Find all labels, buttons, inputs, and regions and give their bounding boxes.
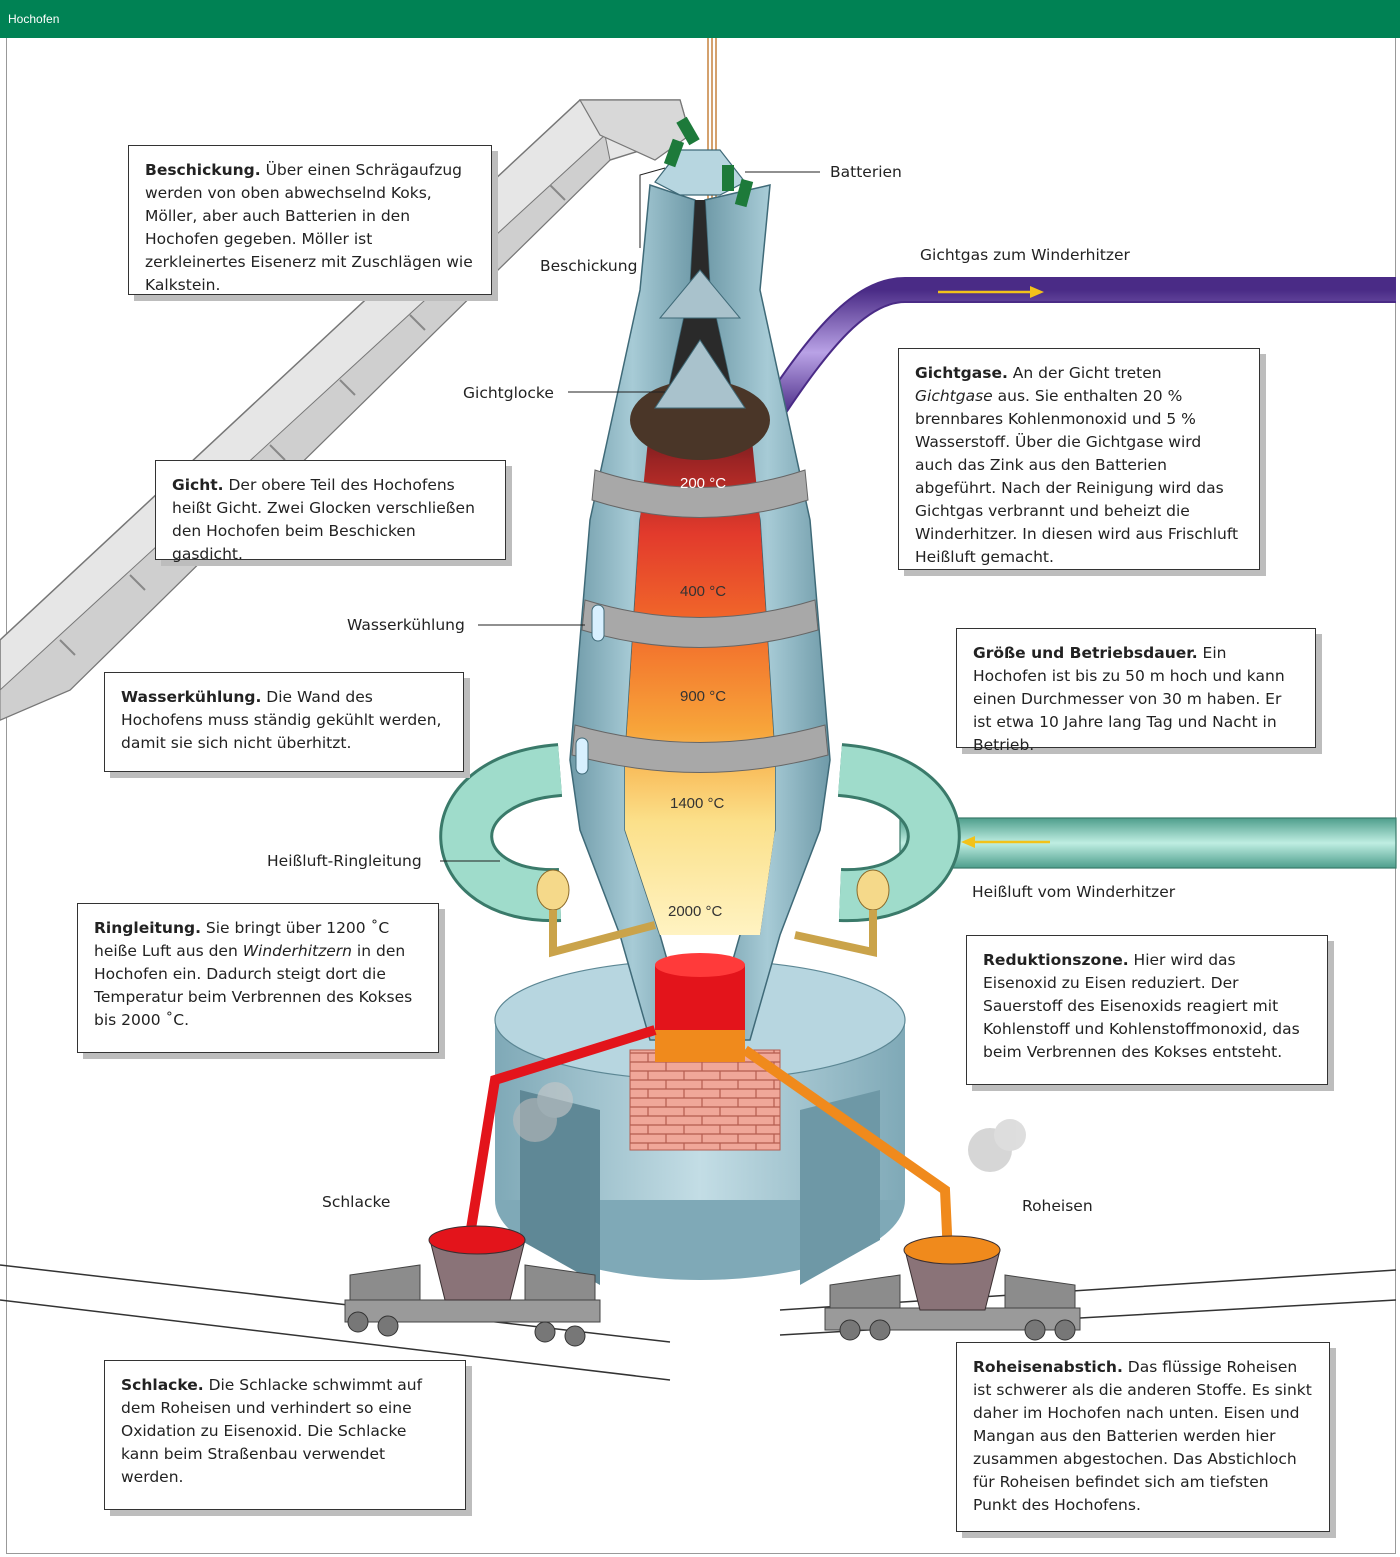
info-box-text: Ein Hochofen ist bis zu 50 m hoch und ka… (973, 644, 1285, 754)
info-box-roheisenabstich: Roheisenabstich. Das flüssige Roheisen i… (956, 1342, 1330, 1532)
info-box-schlacke: Schlacke. Die Schlacke schwimmt auf dem … (104, 1360, 466, 1510)
header-bar: Hochofen (0, 0, 1400, 38)
info-box-text: Der obere Teil des Hochofens heißt Gicht… (172, 476, 475, 563)
info-box-text: aus. Sie enthalten 20 % brennbares Kohle… (915, 387, 1239, 566)
label-schlacke: Schlacke (322, 1193, 391, 1211)
temp-label-900: 900 °C (680, 688, 727, 705)
info-box-gichtgase: Gichtgase. An der Gicht treten Gichtgase… (898, 348, 1260, 570)
info-box-reduktionszone: Reduktionszone. Hier wird das Eisenoxid … (966, 935, 1328, 1085)
iron-car (824, 1235, 1081, 1341)
temp-label-1400: 1400 °C (670, 795, 725, 812)
info-box-text: Über einen Schrägaufzug werden von oben … (145, 161, 473, 294)
temp-label-2000: 2000 °C (668, 903, 723, 920)
info-box-text: Die Wand des Hochofens muss ständig gekü… (121, 688, 442, 752)
info-box-title: Wasserkühlung. (121, 688, 262, 706)
label-beschickung: Beschickung (540, 257, 638, 275)
info-box-text: Das flüssige Roheisen ist schwerer als d… (973, 1358, 1312, 1514)
temp-label-400: 400 °C (680, 583, 727, 600)
info-box-title: Reduktionszone. (983, 951, 1129, 969)
info-box-title: Größe und Betriebsdauer. (973, 644, 1198, 662)
page-frame (6, 38, 1396, 1554)
label-batterien: Batterien (830, 163, 902, 181)
info-box-emphasis: Winderhitzern (242, 942, 352, 960)
furnace-shaft (569, 149, 831, 1041)
info-box-gicht: Gicht. Der obere Teil des Hochofens heiß… (155, 460, 506, 563)
tuyeres (536, 869, 890, 958)
header-title: Hochofen (8, 12, 60, 26)
info-box-title: Schlacke. (121, 1376, 204, 1394)
info-box-title: Beschickung. (145, 161, 261, 179)
info-box-title: Gichtgase. (915, 364, 1008, 382)
gichtgas-pipe (759, 277, 1396, 423)
steam-clouds (513, 1082, 1026, 1172)
info-box-wasserkuehlung: Wasserkühlung. Die Wand des Hochofens mu… (104, 672, 464, 772)
battery-icons (663, 116, 754, 208)
info-box-title: Roheisenabstich. (973, 1358, 1123, 1376)
info-box-groesse: Größe und Betriebsdauer. Ein Hochofen is… (956, 628, 1316, 754)
tap-channels (465, 1025, 953, 1256)
info-box-text: in den Hochofen ein. Dadurch steigt dort… (94, 942, 413, 1029)
label-heissluft-ringleitung: Heißluft-Ringleitung (267, 852, 422, 870)
info-box-text: Die Schlacke schwimmt auf dem Roheisen u… (121, 1376, 423, 1486)
label-gichtgas-winderhitzer: Gichtgas zum Winderhitzer (920, 246, 1130, 264)
leader-lines (440, 167, 820, 862)
info-box-emphasis: Gichtgase (915, 387, 993, 405)
info-box-text: Hier wird das Eisenoxid zu Eisen reduzie… (983, 951, 1300, 1061)
info-box-title: Ringleitung. (94, 919, 201, 937)
heissluft-pipe (899, 817, 1397, 869)
slag-car (344, 1225, 601, 1347)
temp-label-200: 200 °C (680, 475, 727, 492)
label-heissluft-vom-winderhitzer: Heißluft vom Winderhitzer (972, 883, 1176, 901)
info-box-text: Sie bringt über 1200 ˚C heiße Luft aus d… (94, 919, 390, 960)
info-box-text: An der Gicht treten (1007, 364, 1162, 382)
info-box-beschickung: Beschickung. Über einen Schrägaufzug wer… (128, 145, 492, 295)
label-gichtglocke: Gichtglocke (463, 384, 554, 402)
hearth (655, 953, 745, 1062)
label-roheisen: Roheisen (1022, 1197, 1093, 1215)
info-box-title: Gicht. (172, 476, 224, 494)
label-wasserkuehlung: Wasserkühlung (347, 616, 465, 634)
info-box-ringleitung: Ringleitung. Sie bringt über 1200 ˚C hei… (77, 903, 439, 1053)
